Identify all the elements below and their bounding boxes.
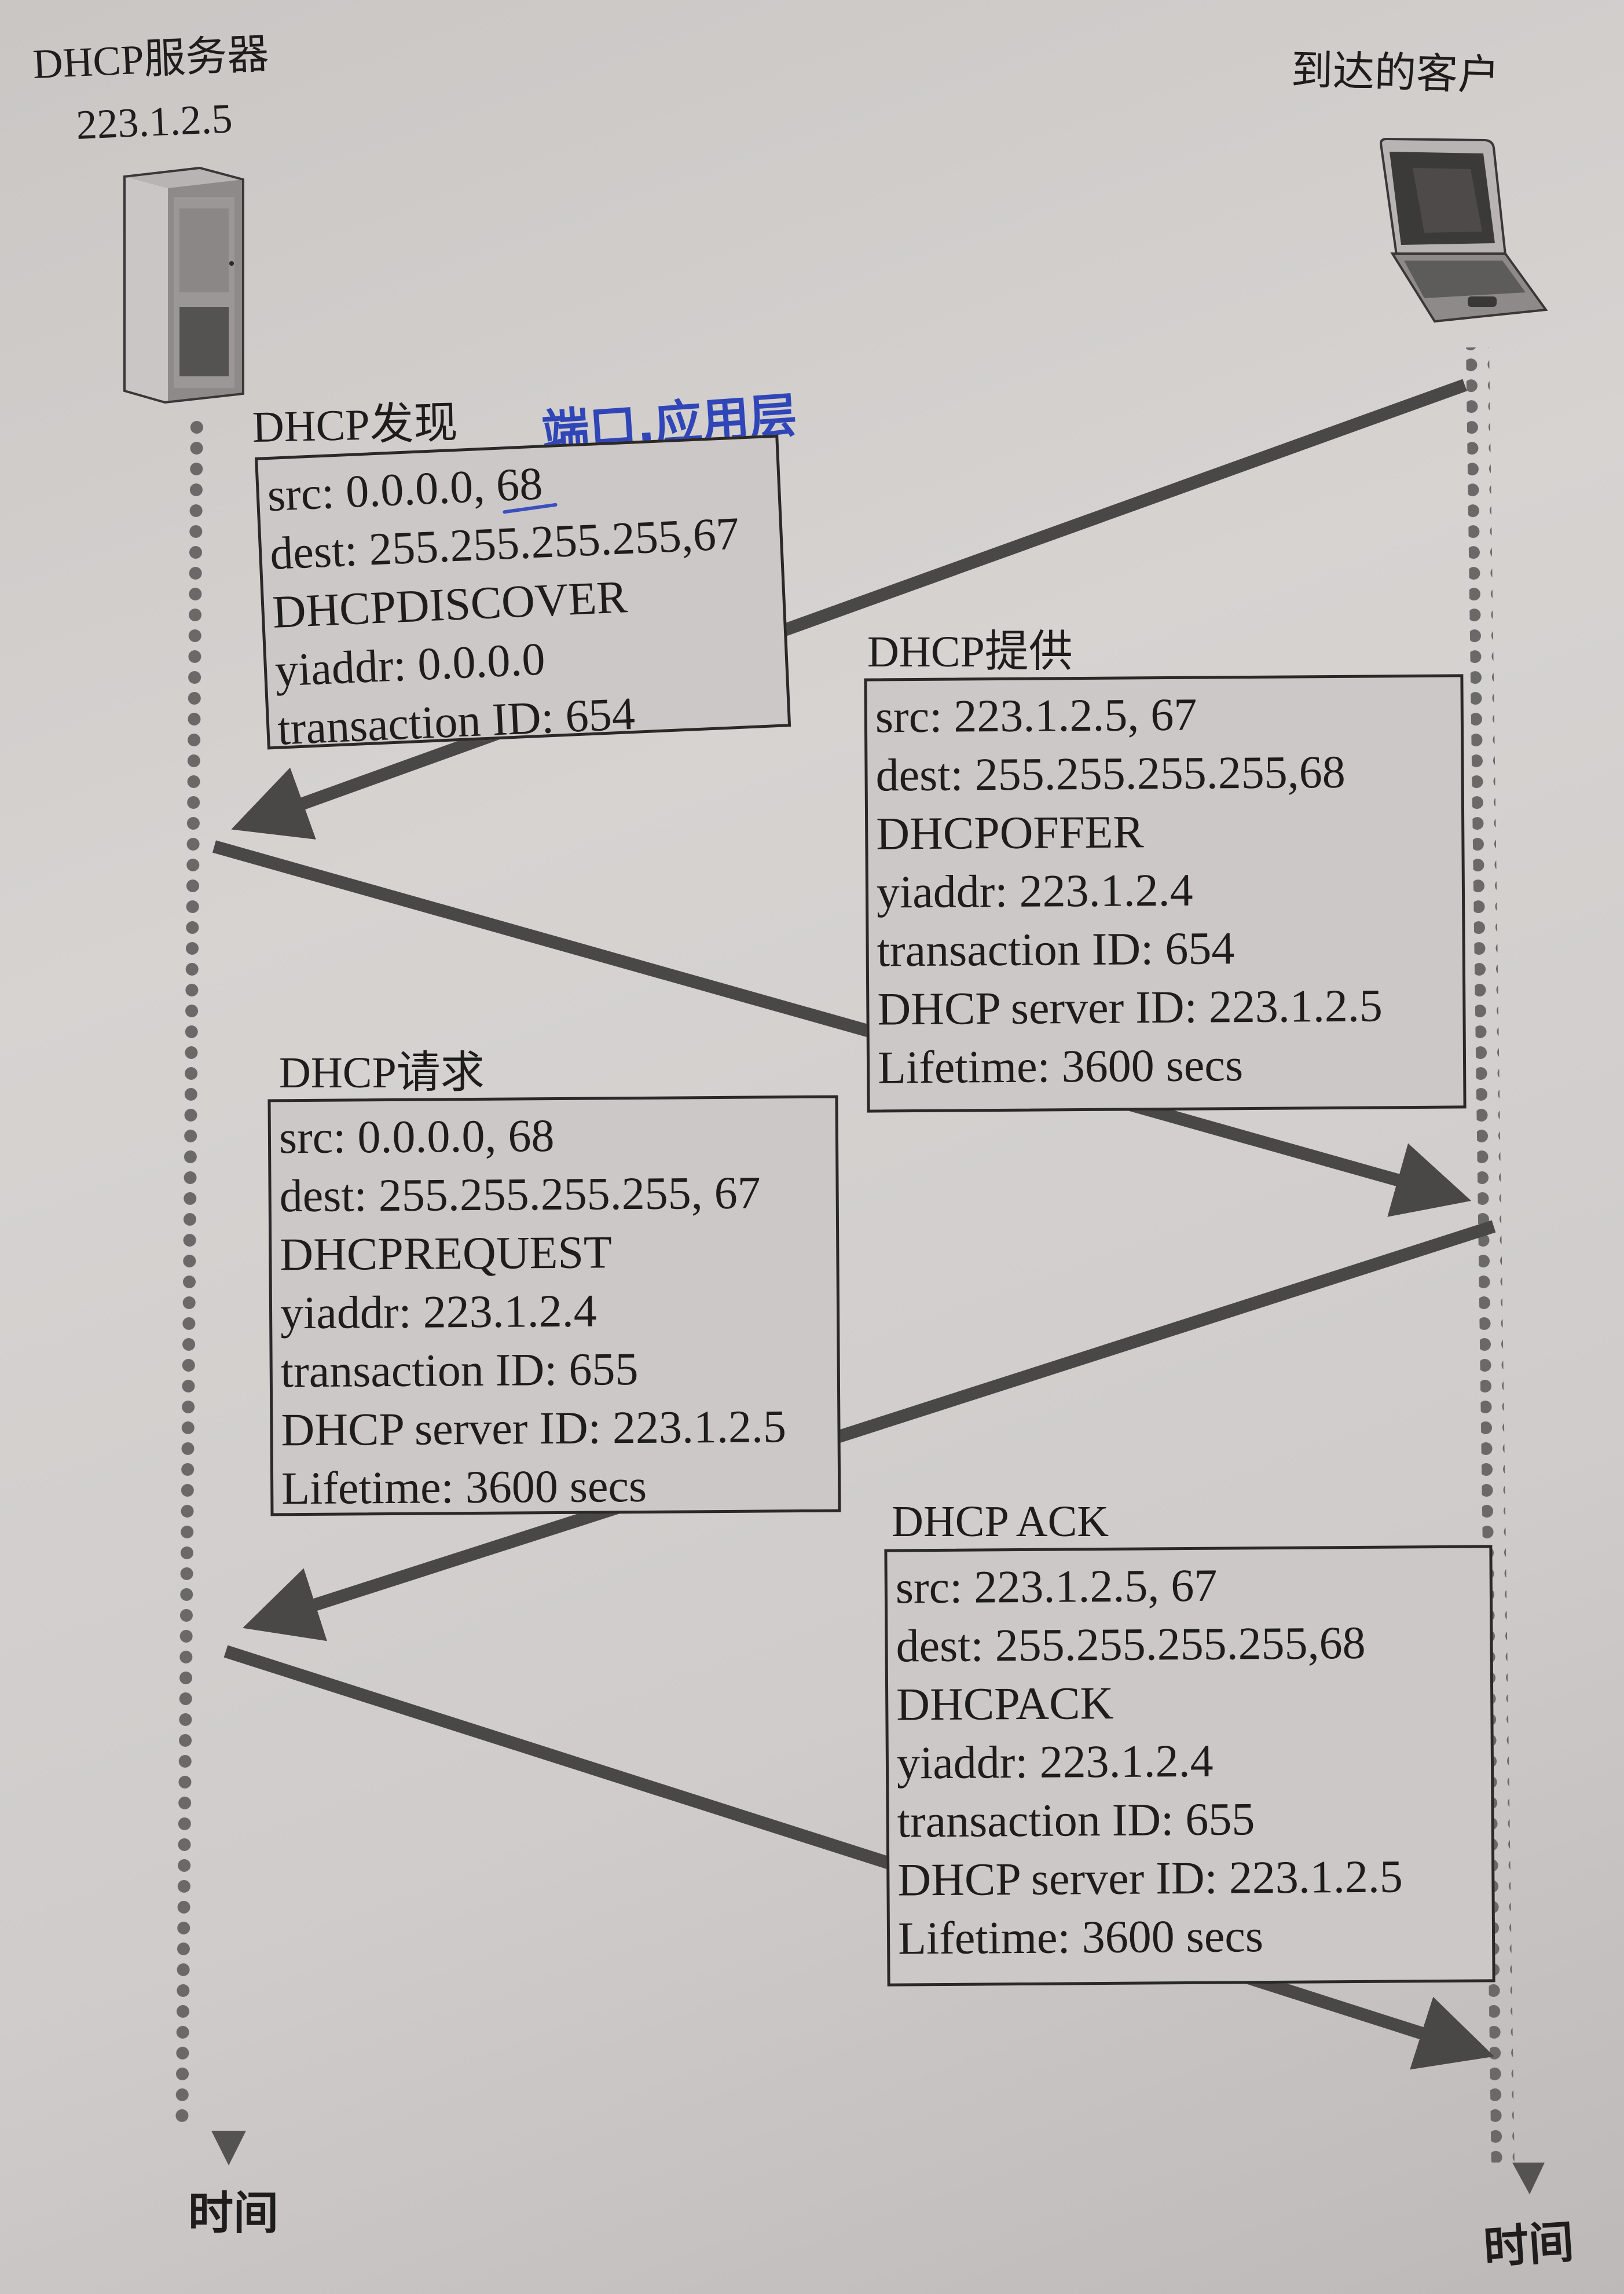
server-time-label: 时间 <box>188 2187 279 2240</box>
request-transaction-id: transaction ID: 655 <box>280 1343 639 1398</box>
ack-transaction-id: transaction ID: 655 <box>897 1794 1255 1848</box>
server-time-arrow-icon <box>211 2131 246 2165</box>
ack-type: DHCPACK <box>896 1677 1114 1731</box>
offer-title: DHCP提供 <box>867 628 1073 676</box>
offer-lifetime: Lifetime: 3600 secs <box>877 1040 1244 1094</box>
client-lifeline <box>1466 347 1545 2194</box>
ack-lifetime: Lifetime: 3600 secs <box>897 1911 1264 1965</box>
request-type: DHCPREQUEST <box>280 1227 613 1281</box>
offer-message-box: src: 223.1.2.5, 67 dest: 255.255.255.255… <box>864 674 1467 1113</box>
discover-arrow <box>231 379 1467 840</box>
request-arrow <box>243 1220 1496 1641</box>
request-message-box: src: 0.0.0.0, 68 dest: 255.255.255.255, … <box>267 1095 841 1516</box>
ack-src: src: 223.1.2.5, 67 <box>895 1560 1218 1614</box>
client-title: 到达的客户 <box>1291 47 1501 99</box>
offer-src: src: 223.1.2.5, 67 <box>875 689 1197 743</box>
ack-server-id: DHCP server ID: 223.1.2.5 <box>897 1851 1403 1906</box>
client-time-arrow-icon <box>1512 2163 1545 2194</box>
client-time-label: 时间 <box>1482 2216 1576 2275</box>
ack-message-box: src: 223.1.2.5, 67 dest: 255.255.255.255… <box>884 1545 1495 1987</box>
request-lifetime: Lifetime: 3600 secs <box>281 1460 647 1515</box>
ack-dest: dest: 255.255.255.255,68 <box>896 1617 1366 1672</box>
offer-yiaddr: yiaddr: 223.1.2.4 <box>876 864 1193 918</box>
request-title: DHCP请求 <box>279 1049 485 1097</box>
offer-server-id: DHCP server ID: 223.1.2.5 <box>877 980 1383 1035</box>
discover-title: DHCP发现 <box>251 398 459 452</box>
request-dest: dest: 255.255.255.255, 67 <box>279 1167 761 1222</box>
ack-title: DHCP ACK <box>892 1497 1109 1546</box>
server-tower-icon <box>123 166 244 404</box>
server-ip: 223.1.2.5 <box>75 95 234 148</box>
laptop-icon <box>1379 137 1548 323</box>
ack-arrow <box>223 1645 1494 2070</box>
offer-dest: dest: 255.255.255.255,68 <box>875 746 1346 801</box>
server-title: DHCP服务器 <box>31 31 270 87</box>
offer-type: DHCPOFFER <box>875 807 1144 860</box>
request-yiaddr: yiaddr: 223.1.2.4 <box>280 1285 597 1339</box>
discover-message-box: src: 0.0.0.0, 68 dest: 255.255.255.255,6… <box>255 434 791 755</box>
ack-yiaddr: yiaddr: 223.1.2.4 <box>896 1735 1214 1789</box>
offer-arrow <box>212 840 1472 1217</box>
request-src: src: 0.0.0.0, 68 <box>278 1110 555 1164</box>
server-lifeline <box>169 417 246 2165</box>
offer-transaction-id: transaction ID: 654 <box>877 923 1235 977</box>
request-server-id: DHCP server ID: 223.1.2.5 <box>281 1401 787 1456</box>
